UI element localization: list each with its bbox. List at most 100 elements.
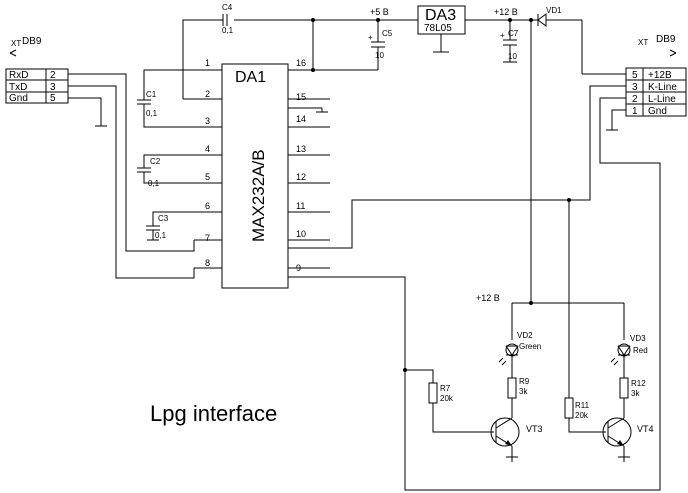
vt3-ref: VT3 (526, 424, 543, 434)
ground-symbol (68, 97, 107, 127)
right-connector: XT DB9 5 +12B 3 K-Line 2 L-Line 1 Gnd (288, 34, 687, 491)
c2-value: 0,1 (148, 179, 160, 188)
pin-2: 2 (205, 89, 210, 99)
right-connector-arrow-icon (669, 49, 677, 57)
pin-1: 1 (205, 58, 210, 68)
left-connector-arrow-icon (9, 49, 17, 57)
da1-ref: DA1 (235, 69, 266, 86)
left-row-label: Gnd (9, 93, 28, 104)
right-connector-tag: XT (638, 38, 648, 47)
c5-polarity: + (368, 33, 373, 42)
c2-ref: C2 (150, 157, 161, 166)
c7-value: 10 (508, 52, 517, 61)
da1-body (221, 63, 289, 289)
da1-chip: DA1 MAX232A/B 1 2 3 4 5 6 7 8 16 15 14 1… (194, 58, 330, 289)
left-row-pin: 5 (50, 93, 56, 104)
diagram-title: Lpg interface (150, 401, 277, 426)
r7-ref: R7 (440, 384, 451, 393)
right-row-label: Gnd (648, 106, 667, 117)
r7-resistor (428, 382, 438, 404)
vd2-color: Green (519, 342, 541, 351)
junction-dot (529, 18, 533, 22)
right-row-label: L-Line (648, 94, 676, 105)
da3-part: 78L05 (424, 23, 452, 34)
net-12v-mid-label: +12 B (476, 293, 500, 303)
c7-polarity: + (500, 31, 505, 40)
left-connector-tag: XT (11, 39, 21, 48)
net-5v-label: +5 B (370, 7, 389, 17)
pin-11: 11 (296, 201, 305, 211)
left-row-label: RxD (9, 70, 28, 81)
c5-value: 10 (375, 51, 384, 60)
r12-resistor (619, 377, 629, 399)
vt4-transistor (602, 412, 632, 462)
vd3-led (617, 345, 631, 378)
da1-part: MAX232A/B (249, 149, 268, 242)
c3-ref: C3 (158, 214, 169, 223)
left-row-pin: 3 (50, 82, 56, 93)
led-light-icon (498, 357, 507, 366)
ground-symbol (433, 34, 449, 53)
right-row-label: K-Line (648, 82, 677, 93)
pin-16: 16 (296, 58, 306, 68)
right-connector-name: DB9 (656, 34, 676, 45)
pin-3: 3 (205, 116, 210, 126)
top-rail: C4 0,1 +5 B + C5 10 DA3 78L05 +12 B + C7… (182, 3, 626, 303)
r9-value: 3k (519, 387, 528, 396)
c4-value: 0,1 (222, 26, 234, 35)
right-row-pin: 3 (632, 82, 638, 93)
left-connector: XT DB9 RxD 2 TxD 3 Gnd 5 (5, 36, 195, 279)
right-row-pin: 1 (632, 106, 638, 117)
vd1-ref: VD1 (546, 6, 562, 15)
vd1-diode (537, 13, 626, 75)
left-row-label: TxD (9, 82, 27, 93)
pin-5: 5 (205, 172, 210, 182)
r12-value: 3k (631, 389, 640, 398)
pin-4: 4 (205, 144, 210, 154)
c3-capacitor (146, 211, 194, 241)
c4-capacitor (222, 14, 228, 26)
pin-8: 8 (205, 258, 210, 268)
r9-ref: R9 (519, 377, 530, 386)
r7-value: 20k (440, 394, 454, 403)
vd3-ref: VD3 (630, 334, 646, 343)
vd2-ref: VD2 (517, 331, 533, 340)
r11-value: 20k (575, 411, 589, 420)
left-caps: C1 0,1 C2 0,1 C3 0,1 (137, 69, 194, 241)
right-row-label: +12B (648, 70, 672, 81)
left-row-pin: 2 (50, 70, 56, 81)
right-row-pin: 2 (632, 94, 638, 105)
r9-resistor (507, 377, 517, 399)
c7-capacitor (503, 20, 517, 63)
vt4-ref: VT4 (637, 424, 654, 434)
junction-dot (529, 301, 533, 305)
junction-dot (403, 368, 407, 372)
c5-ref: C5 (382, 29, 393, 38)
c3-value: 0,1 (155, 231, 167, 240)
ground-symbol (606, 109, 626, 131)
pin-6: 6 (205, 201, 210, 211)
c1-ref: C1 (146, 90, 157, 99)
da3-ref: DA3 (425, 7, 456, 24)
right-row-pin: 5 (632, 70, 638, 81)
left-connector-name: DB9 (22, 36, 42, 47)
r12-ref: R12 (631, 379, 646, 388)
junction-dot (311, 18, 315, 22)
ground-symbol (288, 107, 328, 113)
vd2-led (505, 345, 519, 378)
pin-14: 14 (296, 114, 306, 124)
led-light-icon (610, 357, 619, 366)
pin-9: 9 (296, 263, 301, 273)
pin-15: 15 (296, 92, 306, 102)
pin-10: 10 (296, 229, 306, 239)
driver-section: +12 B VD2 Green R9 3k R7 20k VT3 (288, 200, 654, 462)
r11-ref: R11 (575, 401, 590, 410)
c1-value: 0,1 (146, 109, 158, 118)
vd3-color: Red (633, 346, 648, 355)
c2-capacitor (137, 154, 194, 184)
junction-dot (311, 68, 315, 72)
pin-13: 13 (296, 144, 306, 154)
r11-resistor (564, 397, 574, 419)
net-12v-top-label: +12 B (494, 7, 518, 17)
